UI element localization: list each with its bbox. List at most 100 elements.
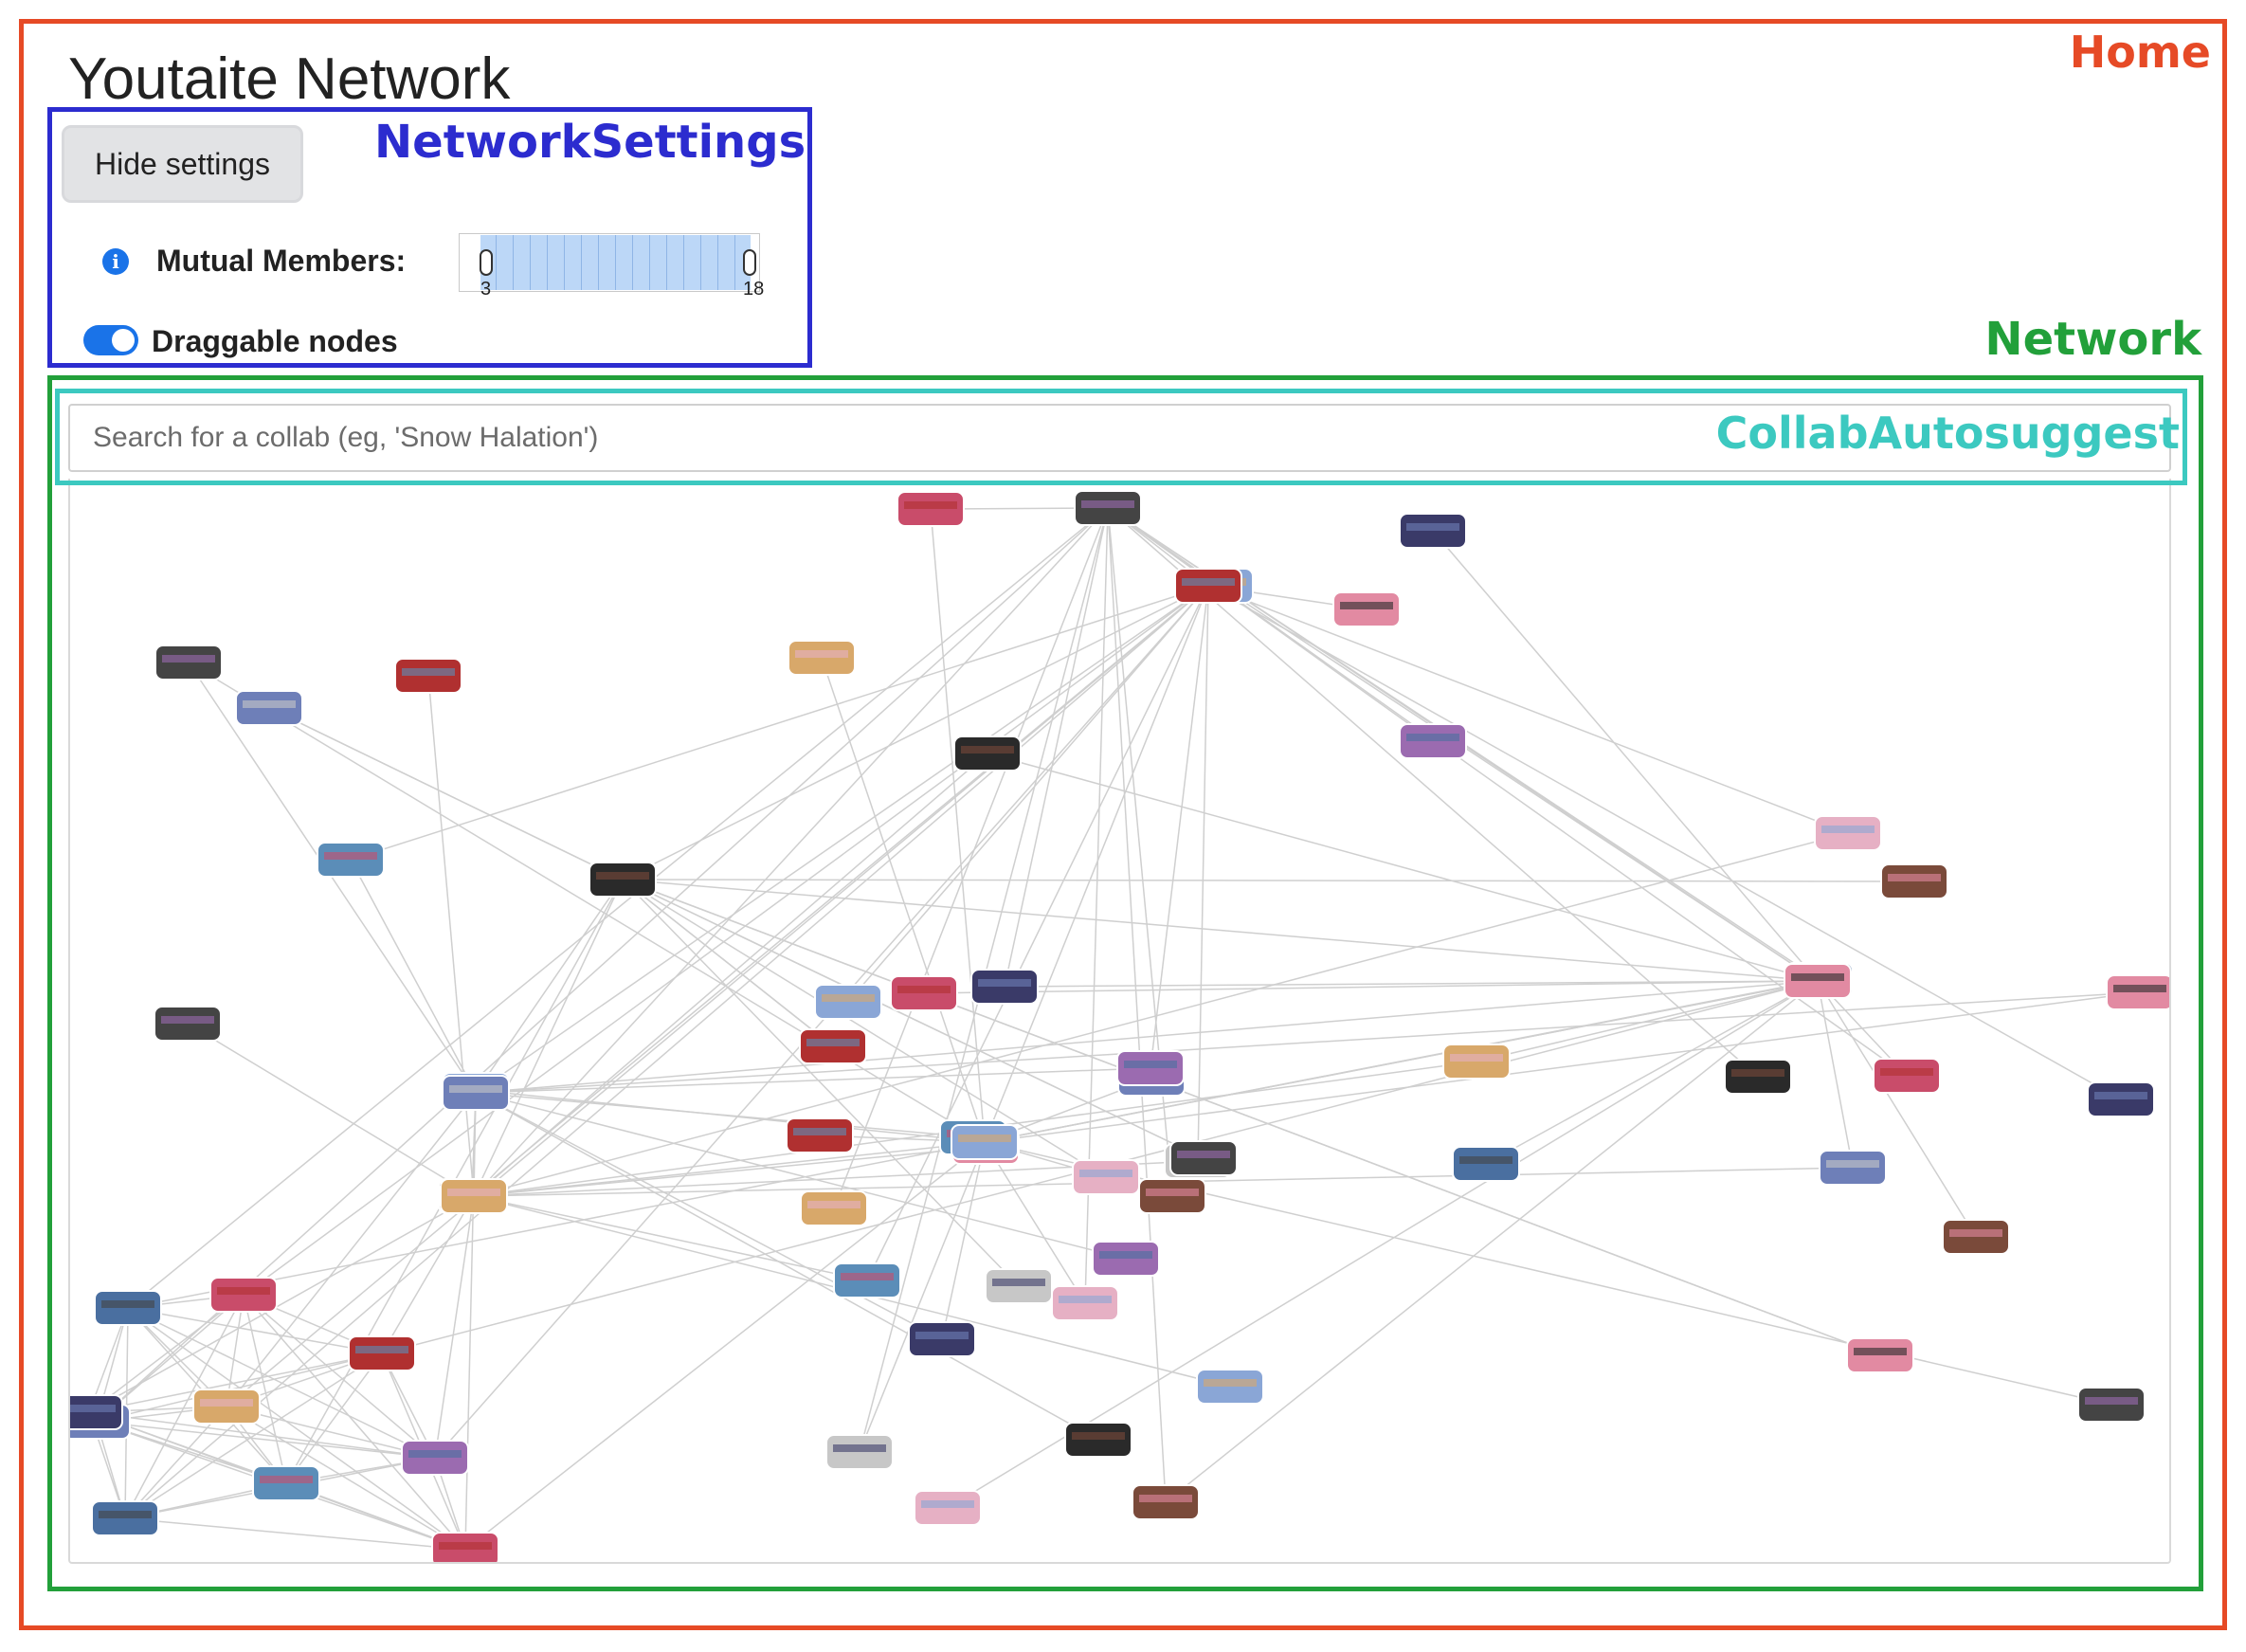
network-edge — [473, 1146, 987, 1197]
network-annotation: Network — [1984, 313, 2201, 366]
range-min-handle[interactable] — [480, 249, 493, 276]
network-edge — [847, 585, 1209, 1003]
network-edge — [475, 1092, 1127, 1260]
collab-node-thumbnail-detail — [243, 700, 296, 708]
network-edge — [622, 879, 1020, 1287]
network-edge — [243, 585, 1209, 1296]
network-edge — [350, 585, 1209, 861]
range-track[interactable] — [459, 233, 760, 292]
network-edge — [622, 585, 1209, 880]
home-annotation: Home — [2069, 27, 2211, 78]
network-edge — [923, 980, 1819, 994]
network-edge — [350, 859, 477, 1094]
collab-node-thumbnail-detail — [1450, 1054, 1503, 1062]
draggable-nodes-toggle[interactable] — [83, 325, 138, 355]
network-graph-canvas[interactable] — [70, 479, 2171, 1564]
collab-node-thumbnail-detail — [200, 1399, 253, 1407]
network-edge — [464, 1141, 986, 1551]
collab-node-thumbnail-detail — [1059, 1296, 1112, 1303]
collab-node-thumbnail-detail — [1949, 1229, 2002, 1237]
network-edge — [622, 879, 1819, 982]
collab-node-thumbnail-detail — [324, 852, 377, 860]
info-icon[interactable]: i — [102, 248, 129, 275]
collab-node-thumbnail-detail — [1340, 602, 1393, 609]
network-edge — [124, 585, 1209, 1519]
network-edge — [984, 980, 1819, 1143]
network-region — [47, 375, 2203, 1591]
draggable-nodes-label: Draggable nodes — [152, 324, 398, 358]
toggle-knob — [112, 329, 135, 352]
collab-node-thumbnail-detail — [1791, 973, 1844, 981]
collab-node-thumbnail-detail — [1072, 1432, 1125, 1440]
collab-node-thumbnail-detail — [1081, 500, 1134, 508]
network-edge — [88, 1195, 475, 1413]
collab-node-thumbnail-detail — [447, 1189, 500, 1196]
collab-node-thumbnail-detail — [958, 1135, 1011, 1142]
collab-node-thumbnail-detail — [439, 1542, 492, 1550]
network-settings-annotation: NetworkSettings — [374, 116, 806, 169]
network-edge — [622, 879, 1915, 882]
collab-node-thumbnail-detail — [978, 979, 1031, 987]
network-edge — [127, 1307, 383, 1354]
collab-node-thumbnail-detail — [841, 1273, 894, 1280]
network-edge — [88, 1294, 245, 1413]
network-edge — [1150, 585, 1209, 1069]
collab-node-thumbnail-detail — [162, 655, 215, 663]
collab-node-thumbnail-detail — [1888, 874, 1941, 881]
collab-node-thumbnail-detail — [2085, 1397, 2138, 1405]
network-edge — [226, 1406, 466, 1551]
collab-node-thumbnail-detail — [161, 1016, 214, 1024]
network-edge — [984, 585, 1209, 1143]
network-nodes — [70, 490, 2169, 1562]
collab-node-thumbnail-detail — [921, 1500, 974, 1508]
network-edge — [475, 585, 1209, 1094]
collab-node-thumbnail-detail — [795, 650, 848, 658]
collab-node-thumbnail-detail — [1821, 826, 1875, 833]
network-edge — [473, 879, 624, 1197]
network-edge — [124, 1294, 245, 1519]
collab-node-thumbnail-detail — [449, 1085, 502, 1093]
network-edge — [1207, 585, 1849, 834]
collab-node-thumbnail-detail — [822, 994, 875, 1002]
collab-node-thumbnail-detail — [101, 1300, 154, 1308]
network-edge — [96, 1421, 436, 1459]
network-edge — [821, 657, 986, 1143]
network-edge — [1004, 507, 1109, 988]
range-min-value: 3 — [480, 279, 492, 300]
mutual-members-label: Mutual Members: — [156, 244, 407, 278]
network-edge — [1432, 530, 1819, 982]
network-edge — [1817, 980, 1854, 1169]
network-edge — [434, 1195, 475, 1459]
network-edge — [127, 507, 1109, 1309]
network-edge — [475, 1092, 1099, 1441]
network-edge — [622, 879, 834, 1047]
collab-node-thumbnail-detail — [596, 872, 649, 880]
network-edge — [243, 1294, 466, 1551]
network-edge — [475, 878, 624, 1094]
hide-settings-button[interactable]: Hide settings — [62, 125, 303, 203]
collab-node-thumbnail-detail — [1826, 1160, 1879, 1168]
collab-node-thumbnail-detail — [1099, 1251, 1152, 1259]
network-edge — [1817, 980, 1977, 1238]
network-edge — [434, 585, 1209, 1459]
mutual-members-range-slider[interactable]: 3 18 — [459, 233, 764, 300]
collab-node-thumbnail-detail — [1146, 1189, 1199, 1196]
network-edge — [1165, 980, 1819, 1503]
collab-search-input[interactable] — [68, 404, 2171, 472]
collab-node-thumbnail-detail — [915, 1332, 969, 1339]
network-graph[interactable] — [68, 479, 2171, 1564]
collab-node-thumbnail-detail — [99, 1511, 152, 1518]
collab-node-thumbnail-detail — [807, 1201, 860, 1208]
collab-node-thumbnail-detail — [992, 1279, 1045, 1286]
collab-node-thumbnail-detail — [355, 1346, 408, 1353]
collab-node-thumbnail-detail — [1079, 1170, 1132, 1177]
range-max-handle[interactable] — [743, 249, 756, 276]
network-edge — [88, 1352, 383, 1413]
network-edge — [941, 1141, 986, 1340]
network-edge — [475, 1092, 943, 1340]
network-edge — [947, 980, 1819, 1509]
collab-node-thumbnail-detail — [2113, 985, 2166, 992]
network-edge — [127, 1307, 436, 1459]
network-edge — [188, 662, 986, 1143]
network-edge — [622, 879, 1107, 1178]
